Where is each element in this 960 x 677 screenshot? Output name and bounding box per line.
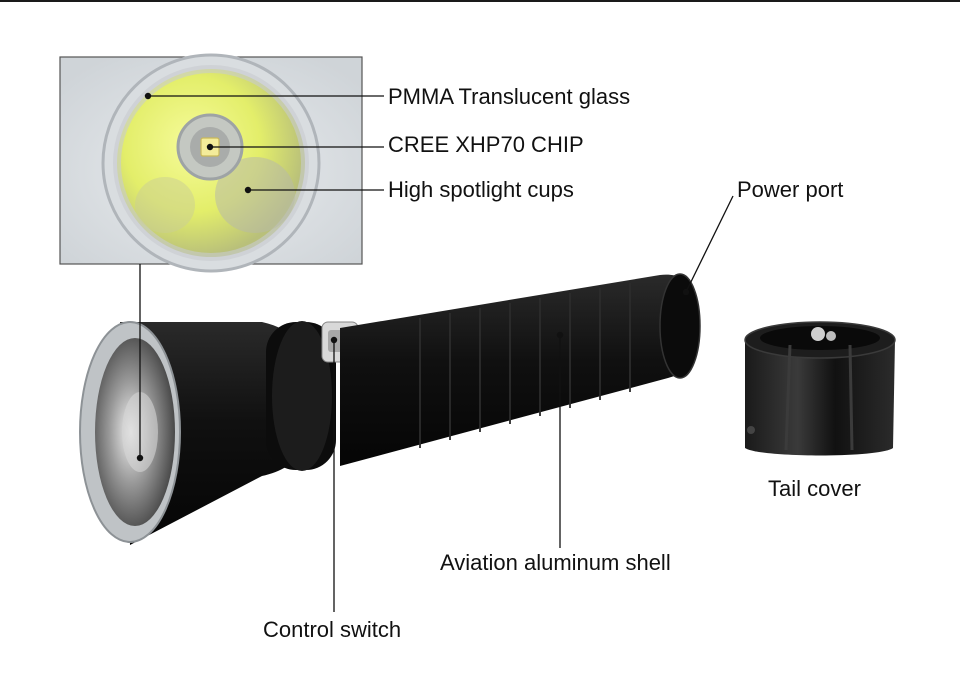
lens-closeup-inset (59, 53, 363, 273)
label-chip: CREE XHP70 CHIP (388, 132, 584, 157)
label-power-port: Power port (737, 177, 844, 202)
label-spotlight-cups: High spotlight cups (388, 177, 574, 202)
label-control-switch: Control switch (263, 617, 402, 642)
label-aluminum-shell: Aviation aluminum shell (440, 550, 671, 575)
tail-cover (744, 321, 896, 456)
leader-lines (139, 95, 734, 612)
label-tail-cover: Tail cover (768, 476, 861, 501)
leader-dots (136, 92, 690, 462)
label-pmma-glass: PMMA Translucent glass (388, 84, 631, 109)
flashlight-handle (340, 273, 701, 466)
top-rule (0, 0, 960, 2)
flashlight-head (79, 321, 320, 545)
